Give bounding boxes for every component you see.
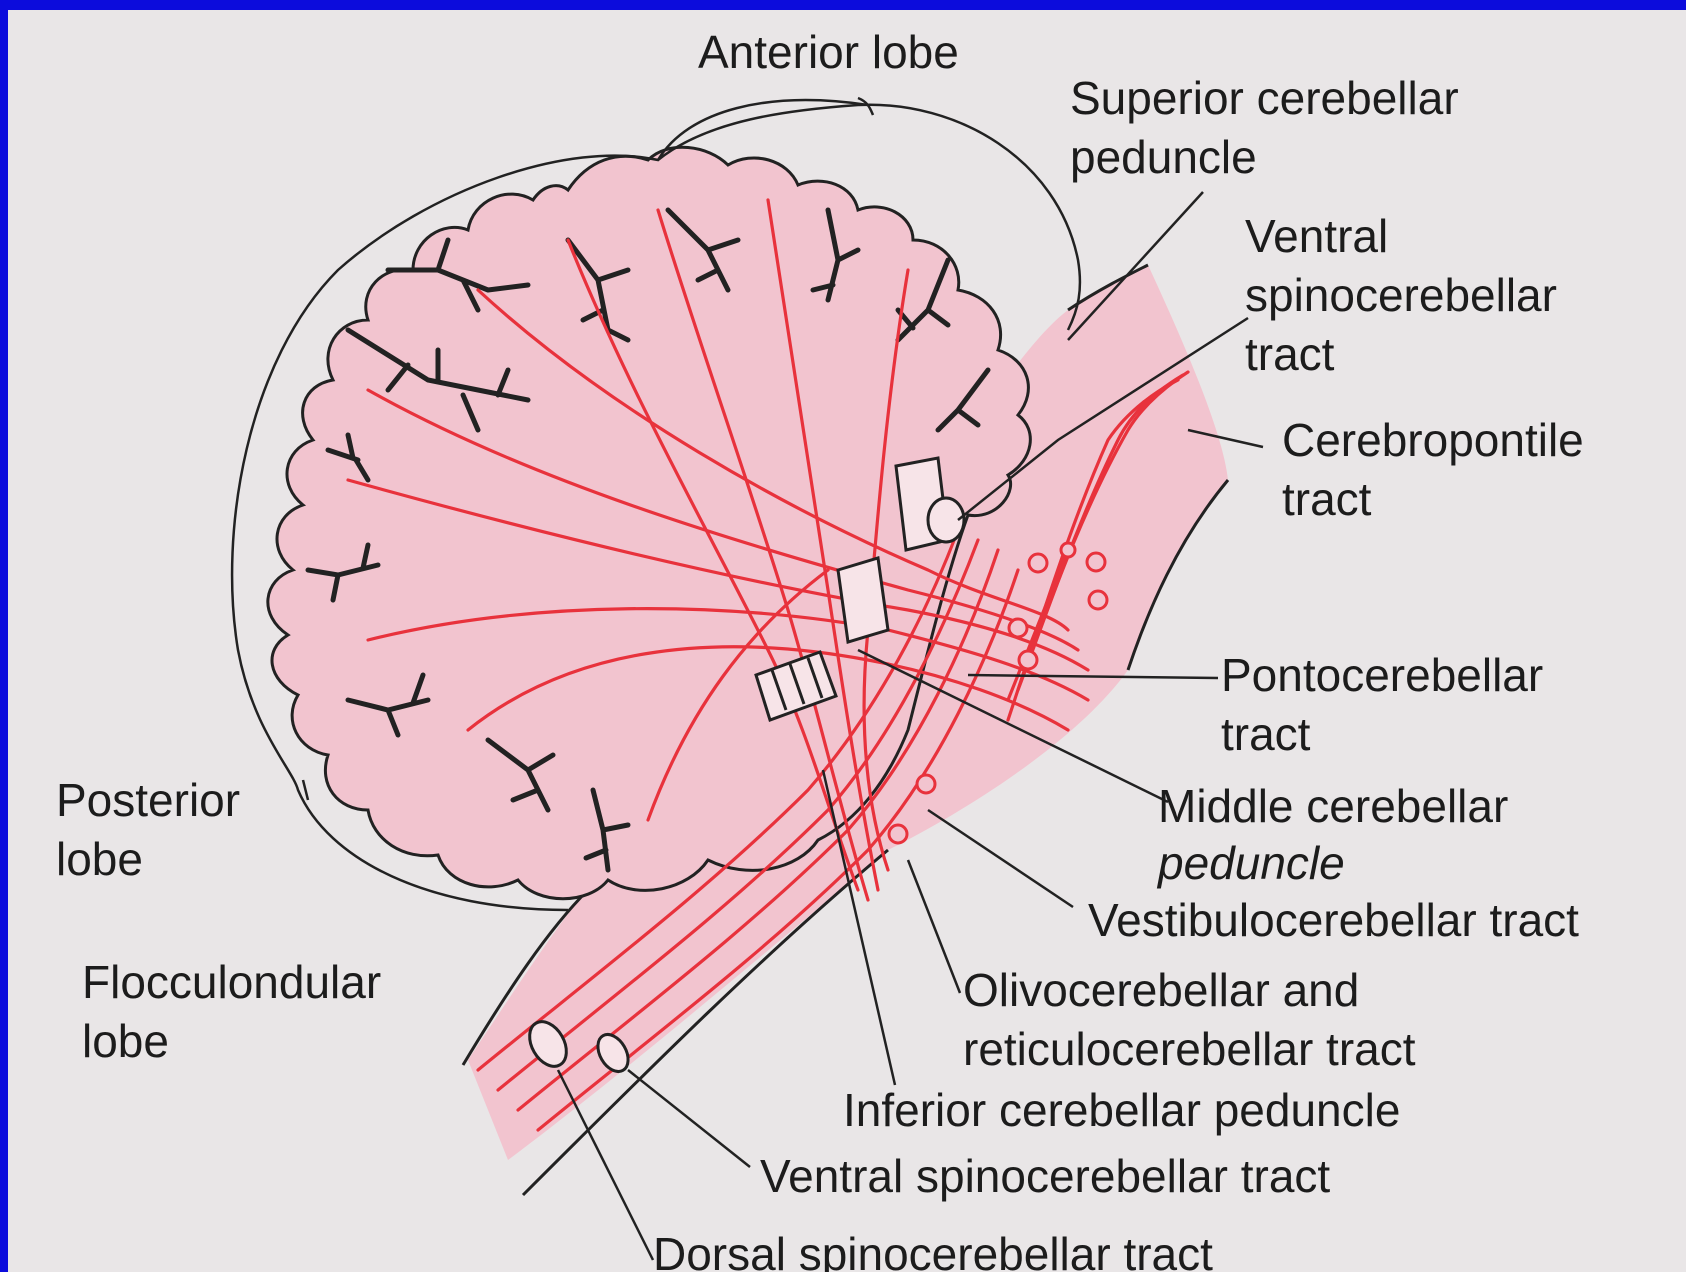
label-floccu-1: Flocculondular xyxy=(82,952,381,1012)
label-posterior-2: lobe xyxy=(56,829,143,889)
label-ventral-spino-top-3: tract xyxy=(1245,324,1334,384)
label-middle-peduncle-1: Middle cerebellar xyxy=(1158,776,1508,836)
label-olivo-1: Olivocerebellar and xyxy=(963,960,1359,1020)
label-anterior-lobe: Anterior lobe xyxy=(698,22,959,82)
label-olivo-2: reticulocerebellar tract xyxy=(963,1019,1416,1079)
diagram-page: Anterior lobe Superior cerebellar pedunc… xyxy=(8,10,1686,1272)
label-dorsal-spino: Dorsal spinocerebellar tract xyxy=(653,1224,1213,1272)
label-ventral-spino-top-2: spinocerebellar xyxy=(1245,265,1557,325)
label-superior-peduncle-2: peduncle xyxy=(1070,127,1257,187)
label-pontocerebellar-2: tract xyxy=(1221,704,1310,764)
label-vestibulocerebellar: Vestibulocerebellar tract xyxy=(1088,890,1579,950)
label-posterior-1: Posterior xyxy=(56,770,240,830)
label-cerebropontile-1: Cerebropontile xyxy=(1282,410,1584,470)
label-ventral-spino-top-1: Ventral xyxy=(1245,206,1388,266)
label-pontocerebellar-1: Pontocerebellar xyxy=(1221,645,1543,705)
label-floccu-2: lobe xyxy=(82,1011,169,1071)
label-superior-peduncle-1: Superior cerebellar xyxy=(1070,68,1459,128)
label-inferior-peduncle: Inferior cerebellar peduncle xyxy=(843,1080,1400,1140)
label-ventral-spino-bottom: Ventral spinocerebellar tract xyxy=(760,1146,1330,1206)
label-cerebropontile-2: tract xyxy=(1282,469,1371,529)
label-middle-peduncle-2: peduncle xyxy=(1158,833,1345,893)
